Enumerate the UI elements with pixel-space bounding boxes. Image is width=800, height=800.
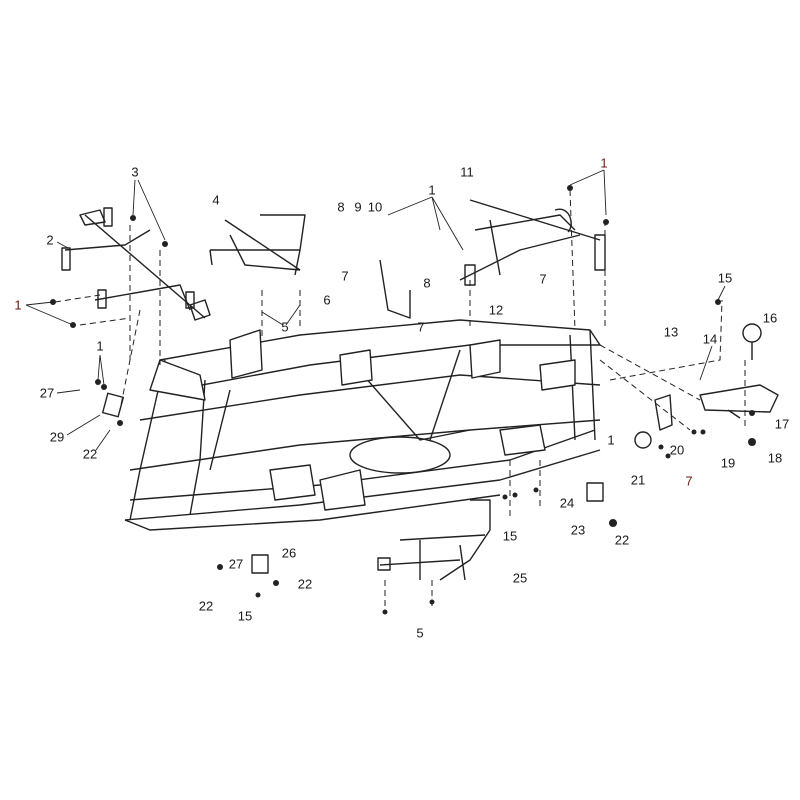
- callout-16: 16: [762, 310, 778, 326]
- callout-1: 1: [600, 155, 608, 171]
- rear-rack-part: [459, 199, 606, 286]
- callout-15: 15: [502, 528, 518, 544]
- callout-11: 11: [460, 164, 474, 180]
- callout-7: 7: [685, 473, 693, 489]
- callout-17: 17: [774, 416, 790, 432]
- callout-10: 10: [367, 199, 383, 215]
- callout-13: 13: [663, 324, 679, 340]
- callout-29: 29: [49, 429, 65, 445]
- callout-1: 1: [96, 338, 104, 354]
- callout-20: 20: [669, 442, 685, 458]
- callout-22: 22: [297, 576, 313, 592]
- callout-1: 1: [428, 182, 436, 198]
- strap-part: [379, 259, 411, 319]
- footrest-part-right: [377, 499, 491, 581]
- callout-23: 23: [570, 522, 586, 538]
- callout-15: 15: [237, 608, 253, 624]
- callout-22: 22: [82, 446, 98, 462]
- callout-9: 9: [354, 199, 362, 215]
- assembly-dash-lines: [54, 189, 746, 610]
- callout-26: 26: [281, 545, 297, 561]
- callout-3: 3: [131, 164, 139, 180]
- callout-27: 27: [39, 385, 55, 401]
- callout-8: 8: [423, 275, 431, 291]
- callout-15: 15: [717, 270, 733, 286]
- callout-5: 5: [281, 319, 289, 335]
- callout-19: 19: [720, 455, 736, 471]
- callout-5: 5: [416, 625, 424, 641]
- callout-18: 18: [767, 450, 783, 466]
- callout-22: 22: [198, 598, 214, 614]
- front-rack-part: [61, 207, 211, 321]
- fasteners: [50, 185, 756, 615]
- callout-8: 8: [337, 199, 345, 215]
- callout-12: 12: [488, 302, 504, 318]
- callout-4: 4: [212, 192, 220, 208]
- callout-25: 25: [512, 570, 528, 586]
- callout-22: 22: [614, 532, 630, 548]
- callout-1: 1: [14, 297, 22, 313]
- callout-7: 7: [539, 271, 547, 287]
- callout-7: 7: [341, 268, 349, 284]
- callout-6: 6: [323, 292, 331, 308]
- callout-leaders: [25, 169, 726, 451]
- footrest-part-left: [209, 214, 306, 276]
- main-frame: [124, 319, 601, 531]
- callout-24: 24: [559, 495, 575, 511]
- callout-27: 27: [228, 556, 244, 572]
- callout-1: 1: [607, 432, 615, 448]
- callout-2: 2: [46, 232, 54, 248]
- callout-21: 21: [630, 472, 646, 488]
- hitch-part: [101, 323, 779, 574]
- callout-14: 14: [702, 331, 718, 347]
- callout-7: 7: [417, 319, 425, 335]
